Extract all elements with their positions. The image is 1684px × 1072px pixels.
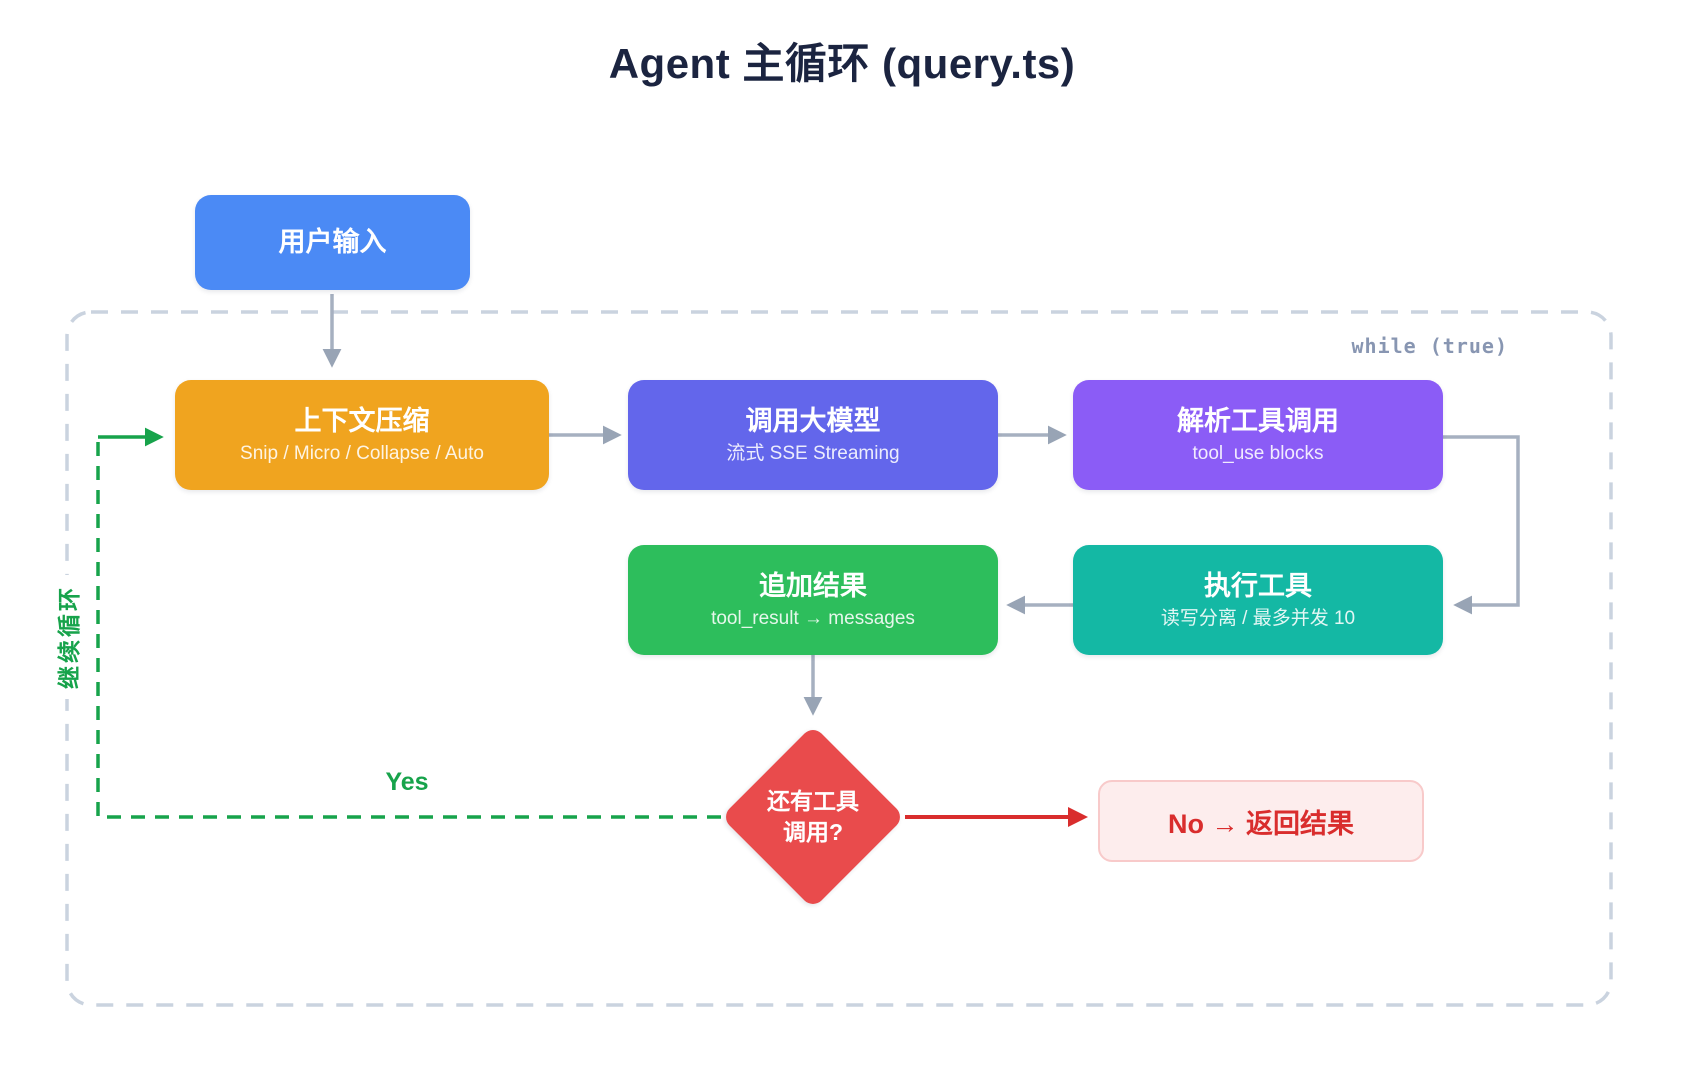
edge-yes-loopback-dashed	[96, 439, 721, 819]
node-parse-tool-calls-subtitle: tool_use blocks	[1192, 442, 1324, 464]
decision-text-line2: 调用?	[782, 819, 844, 845]
node-call-model-subtitle: 流式 SSE Streaming	[726, 442, 900, 464]
node-return-result-title: No → 返回结果	[1168, 808, 1354, 839]
node-parse-tool-calls-title: 解析工具调用	[1177, 405, 1339, 436]
node-call-model: 调用大模型 流式 SSE Streaming	[628, 380, 998, 490]
decision-more-tool-calls: 还有工具 调用?	[721, 725, 905, 909]
node-execute-tools: 执行工具 读写分离 / 最多并发 10	[1073, 545, 1443, 655]
node-user-input: 用户输入	[195, 195, 470, 290]
node-call-model-title: 调用大模型	[745, 405, 881, 436]
node-parse-tool-calls: 解析工具调用 tool_use blocks	[1073, 380, 1443, 490]
node-context-compression-subtitle: Snip / Micro / Collapse / Auto	[240, 442, 484, 464]
node-append-results-title: 追加结果	[759, 570, 867, 601]
node-user-input-title: 用户输入	[278, 227, 387, 257]
node-context-compression-title: 上下文压缩	[294, 405, 430, 436]
node-append-results: 追加结果 tool_result → messages	[628, 545, 998, 655]
continue-loop-label: 继续循环	[46, 575, 88, 699]
node-execute-tools-subtitle: 读写分离 / 最多并发 10	[1160, 607, 1356, 629]
node-context-compression: 上下文压缩 Snip / Micro / Collapse / Auto	[175, 380, 549, 490]
yes-edge-label: Yes	[385, 768, 429, 796]
page-title: Agent 主循环 (query.ts)	[608, 40, 1076, 87]
while-true-label: while (true)	[1351, 334, 1508, 358]
node-execute-tools-title: 执行工具	[1204, 570, 1312, 601]
node-return-result: No → 返回结果	[1098, 780, 1424, 862]
decision-text: 还有工具 调用?	[748, 752, 878, 882]
edge-parse-to-exec	[1443, 435, 1520, 615]
decision-text-line1: 还有工具	[767, 787, 859, 814]
node-append-results-subtitle: tool_result → messages	[711, 607, 915, 629]
